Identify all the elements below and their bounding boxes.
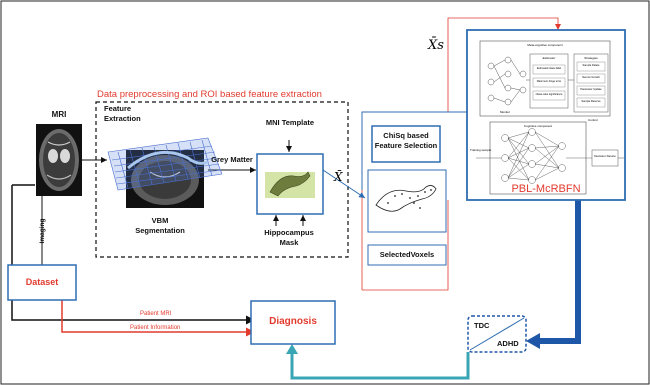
arrow-template-chisq	[322, 169, 366, 199]
strategies-title: Strategies	[584, 56, 598, 60]
estimator-item: Estimated class label	[536, 67, 562, 70]
meta-network-sketch	[487, 56, 574, 106]
voxel-image-box	[367, 169, 447, 233]
strategy-item: Neuron Growth	[582, 76, 600, 79]
vbm-segmentation-label: VBM Segmentation	[135, 216, 185, 235]
mri-label: MRI	[51, 110, 67, 119]
big-blue-arrow	[538, 200, 581, 344]
dataset-label: Dataset	[25, 277, 59, 287]
training-sample-label: Training sample	[470, 148, 492, 152]
decision-device-box	[591, 149, 619, 167]
feature-extraction-label: Feature Extraction	[104, 104, 141, 123]
decision-device-label: Decision Device	[594, 154, 616, 158]
cognitive-network-sketch	[476, 128, 592, 184]
patient-information-label: Patient Information	[130, 325, 181, 331]
estimator-item: Maximum hinge error	[536, 80, 562, 83]
mni-template-label: MNI Template	[265, 118, 315, 127]
patient-mri-label: Patient MRI	[140, 311, 172, 317]
monitor-label: Monitor	[500, 110, 511, 114]
tdc-label: TDC	[474, 321, 490, 330]
meta-title: Meta-cognitive component	[527, 43, 563, 47]
strategy-item: Sample Reserve	[581, 100, 601, 103]
control-label: Control	[588, 118, 598, 122]
pbl-label: PBL-McRBFN	[511, 183, 581, 195]
preprocessing-title: Data preprocessing and ROI based feature…	[97, 89, 322, 100]
xs-bar-label: X̄s	[428, 38, 444, 53]
patient-information-line	[61, 300, 255, 337]
selected-voxels-box	[367, 244, 447, 266]
strategy-item: Parameter Update	[580, 88, 602, 91]
teal-return-arrow	[290, 352, 470, 380]
preprocessing-dashed-box	[95, 101, 349, 258]
adhd-label: ADHD	[497, 339, 519, 348]
chisq-box	[371, 125, 441, 163]
diagnosis-label: Diagnosis	[269, 316, 317, 327]
strategy-item: Sample Delete	[582, 64, 600, 67]
dataset-box	[7, 264, 77, 301]
chisq-label: ChiSq based Feature Selection	[374, 131, 438, 150]
estimator-title: Estimator	[542, 56, 556, 60]
x-bar-label: X̄	[334, 170, 343, 184]
patient-mri-line	[11, 185, 255, 325]
selected-voxels-label: SelectedVoxels	[379, 250, 435, 259]
grey-matter-label: Grey Matter	[211, 155, 253, 164]
imaging-label: Imaging	[39, 218, 46, 244]
estimator-item: Class-wise significance	[535, 93, 563, 96]
hippocampus-mask-label: Hippocampus Mask	[264, 228, 314, 247]
cognitive-title: Cognitive component	[523, 124, 553, 128]
diagnosis-box	[250, 300, 336, 345]
